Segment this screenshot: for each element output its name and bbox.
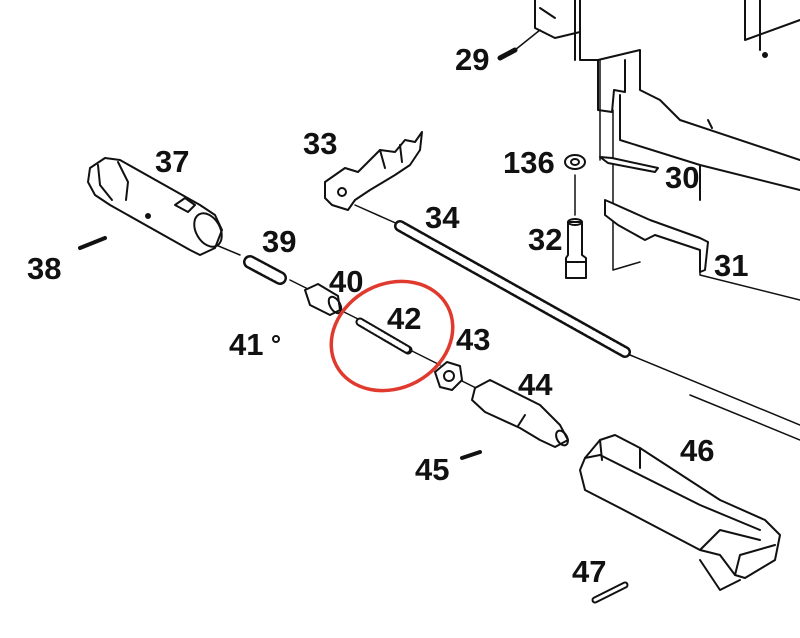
label-30: 30 bbox=[665, 160, 700, 195]
part-38-pin bbox=[78, 236, 107, 250]
part-42-spring bbox=[355, 317, 413, 355]
label-37: 37 bbox=[155, 144, 190, 179]
part-32-screw bbox=[565, 218, 587, 279]
label-136: 136 bbox=[503, 145, 555, 180]
label-31: 31 bbox=[714, 248, 749, 283]
part-44-piston bbox=[471, 379, 569, 448]
part-33-catch bbox=[324, 131, 423, 211]
label-44: 44 bbox=[518, 367, 553, 402]
label-38: 38 bbox=[27, 251, 62, 286]
part-41-ring bbox=[272, 335, 280, 343]
part-136-ring bbox=[564, 154, 586, 170]
label-32: 32 bbox=[528, 222, 563, 257]
highlight-circle bbox=[329, 279, 455, 393]
receiver-housing bbox=[534, 0, 800, 301]
part-30-pin bbox=[599, 156, 659, 173]
label-41: 41 bbox=[229, 327, 264, 362]
part-34-spring bbox=[394, 220, 631, 358]
label-45: 45 bbox=[415, 452, 450, 487]
part-37-cylinder bbox=[87, 157, 223, 256]
part-39-spring bbox=[243, 255, 287, 285]
label-42: 42 bbox=[387, 301, 422, 336]
label-46: 46 bbox=[680, 433, 715, 468]
part-45-pin bbox=[460, 450, 482, 460]
part-29-pin bbox=[497, 47, 518, 61]
part-43-nut bbox=[434, 361, 463, 391]
label-34: 34 bbox=[425, 200, 460, 235]
label-29: 29 bbox=[455, 42, 490, 77]
label-43: 43 bbox=[456, 322, 491, 357]
part-31-plate bbox=[604, 199, 709, 273]
label-39: 39 bbox=[262, 224, 297, 259]
label-47: 47 bbox=[572, 554, 607, 589]
label-33: 33 bbox=[303, 126, 338, 161]
part-46-slider bbox=[579, 434, 781, 591]
part-40-valve bbox=[304, 283, 343, 316]
label-40: 40 bbox=[329, 264, 364, 299]
